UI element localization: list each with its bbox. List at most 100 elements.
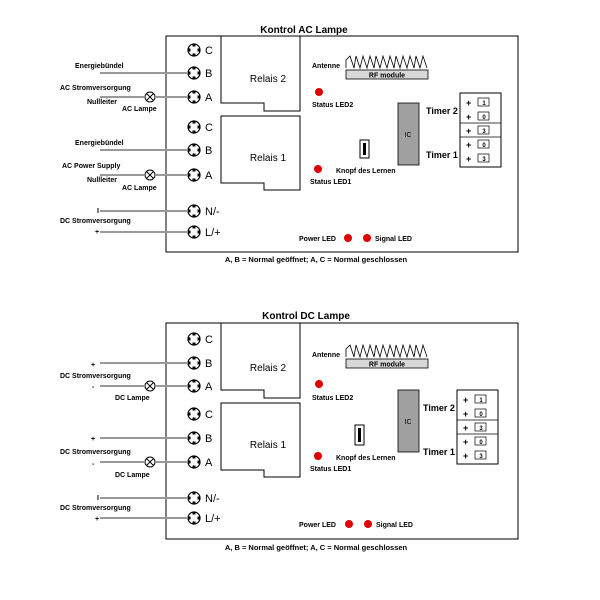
power-led xyxy=(344,234,352,242)
ic-chip xyxy=(397,389,420,453)
terminal-label: L/+ xyxy=(205,227,221,239)
terminal-label: A xyxy=(205,92,213,104)
timer-2-label: Timer 2 xyxy=(423,403,455,413)
terminal-label: C xyxy=(205,334,213,346)
rf-module xyxy=(345,358,429,369)
power-led-label: Power LED xyxy=(299,236,336,243)
lamp-icon xyxy=(144,456,156,468)
rf-module-label: RF module xyxy=(369,73,405,80)
antenne-label: Antenne xyxy=(312,352,340,359)
wire-label: Energiebündel xyxy=(75,140,124,147)
wire-label: Energiebündel xyxy=(75,63,124,70)
svg-text:+: + xyxy=(463,451,468,461)
learn-button-icon xyxy=(358,428,361,442)
ic-label: IC xyxy=(405,419,412,426)
wire-label: I xyxy=(97,208,99,215)
lamp-icon xyxy=(144,91,156,103)
wire-label: - xyxy=(92,384,95,391)
wire-label: DC Lampe xyxy=(115,472,150,479)
terminal-label: C xyxy=(205,45,213,57)
screw-terminal: C xyxy=(187,407,213,421)
terminal-label: N/- xyxy=(205,493,220,505)
signal-led-label: Signal LED xyxy=(376,522,413,529)
wire-label: DC Stromversorgung xyxy=(60,373,131,380)
terminal-label: L/+ xyxy=(205,513,221,525)
svg-text:+: + xyxy=(463,409,468,419)
svg-text:+: + xyxy=(466,154,471,164)
antenne-label: Antenne xyxy=(312,63,340,70)
terminal-label: B xyxy=(205,68,212,80)
external-wiring xyxy=(100,362,188,519)
power-led-label: Power LED xyxy=(299,522,336,529)
wire-label: DC Stromversorgung xyxy=(60,505,131,512)
wire-label: + xyxy=(91,362,95,369)
signal-led xyxy=(364,520,372,528)
lamp-icon xyxy=(144,169,156,181)
relay-2-label: Relais 2 xyxy=(250,363,287,374)
learn-button-label: Knopf des Lernen xyxy=(336,455,396,462)
timer-jumper-rows: +1 +0 +3 +0 +3 xyxy=(466,97,490,164)
diagram-title: Kontrol DC Lampe xyxy=(262,311,350,322)
screw-terminal: B xyxy=(187,66,212,80)
wire-label: + xyxy=(95,516,99,523)
relay-2-label: Relais 2 xyxy=(250,74,287,85)
status-led-2-label: Status LED2 xyxy=(312,395,353,402)
relay-1 xyxy=(220,115,301,191)
screw-terminal: L/+ xyxy=(187,511,221,525)
svg-text:+: + xyxy=(466,126,471,136)
wire-label: Nullleiter xyxy=(87,99,117,106)
screw-terminal: A xyxy=(187,455,213,469)
screw-terminal: C xyxy=(187,43,213,57)
wire-label: I xyxy=(97,495,99,502)
svg-text:3: 3 xyxy=(482,157,486,163)
wire-label: Nullleiter xyxy=(87,177,117,184)
ac-lamp-diagram: Kontrol AC Lampe Relais 2 Relais 1 Anten… xyxy=(60,25,519,264)
relay-2 xyxy=(220,322,301,399)
wire-label: DC Stromversorgung xyxy=(60,449,131,456)
signal-led xyxy=(363,234,371,242)
learn-button-icon xyxy=(363,143,366,155)
svg-text:0: 0 xyxy=(479,412,483,418)
timer-1-label: Timer 1 xyxy=(423,447,455,457)
svg-text:1: 1 xyxy=(482,101,486,107)
terminal-label: A xyxy=(205,381,213,393)
svg-text:0: 0 xyxy=(482,115,486,121)
caption: A, B = Normal geöffnet; A, C = Normal ge… xyxy=(225,543,408,552)
relay-1-label: Relais 1 xyxy=(250,153,287,164)
svg-text:+: + xyxy=(463,423,468,433)
screw-terminal: N/- xyxy=(187,491,220,505)
learn-button-label: Knopf des Lernen xyxy=(336,168,396,175)
status-led-1-label: Status LED1 xyxy=(310,466,351,473)
screw-terminal: C xyxy=(187,120,213,134)
wire-label: + xyxy=(95,229,99,236)
ic-label: IC xyxy=(405,132,412,139)
relay-1-label: Relais 1 xyxy=(250,440,287,451)
screw-terminal: L/+ xyxy=(187,225,221,239)
terminal-label: C xyxy=(205,122,213,134)
status-led-1 xyxy=(314,165,322,173)
relay-1 xyxy=(220,402,301,478)
terminal-label: C xyxy=(205,409,213,421)
signal-led-label: Signal LED xyxy=(375,236,412,243)
status-led-2 xyxy=(315,88,323,96)
screw-terminal: A xyxy=(187,379,213,393)
screw-terminal: A xyxy=(187,90,213,104)
svg-text:3: 3 xyxy=(482,129,486,135)
svg-text:+: + xyxy=(466,140,471,150)
external-wiring xyxy=(100,72,188,233)
antenna-icon xyxy=(345,54,428,70)
diagram-title: Kontrol AC Lampe xyxy=(260,25,348,36)
svg-text:3: 3 xyxy=(479,426,483,432)
svg-text:0: 0 xyxy=(479,440,483,446)
lamp-icon xyxy=(144,380,156,392)
terminal-label: B xyxy=(205,358,212,370)
wire-label: AC Lampe xyxy=(122,185,157,192)
svg-text:+: + xyxy=(463,395,468,405)
svg-text:+: + xyxy=(466,98,471,108)
dc-lamp-diagram: Kontrol DC Lampe Relais 2 Relais 1 Anten… xyxy=(60,311,519,552)
wire-label: DC Lampe xyxy=(115,395,150,402)
rf-module-label: RF module xyxy=(369,362,405,369)
ic-chip xyxy=(397,102,420,166)
